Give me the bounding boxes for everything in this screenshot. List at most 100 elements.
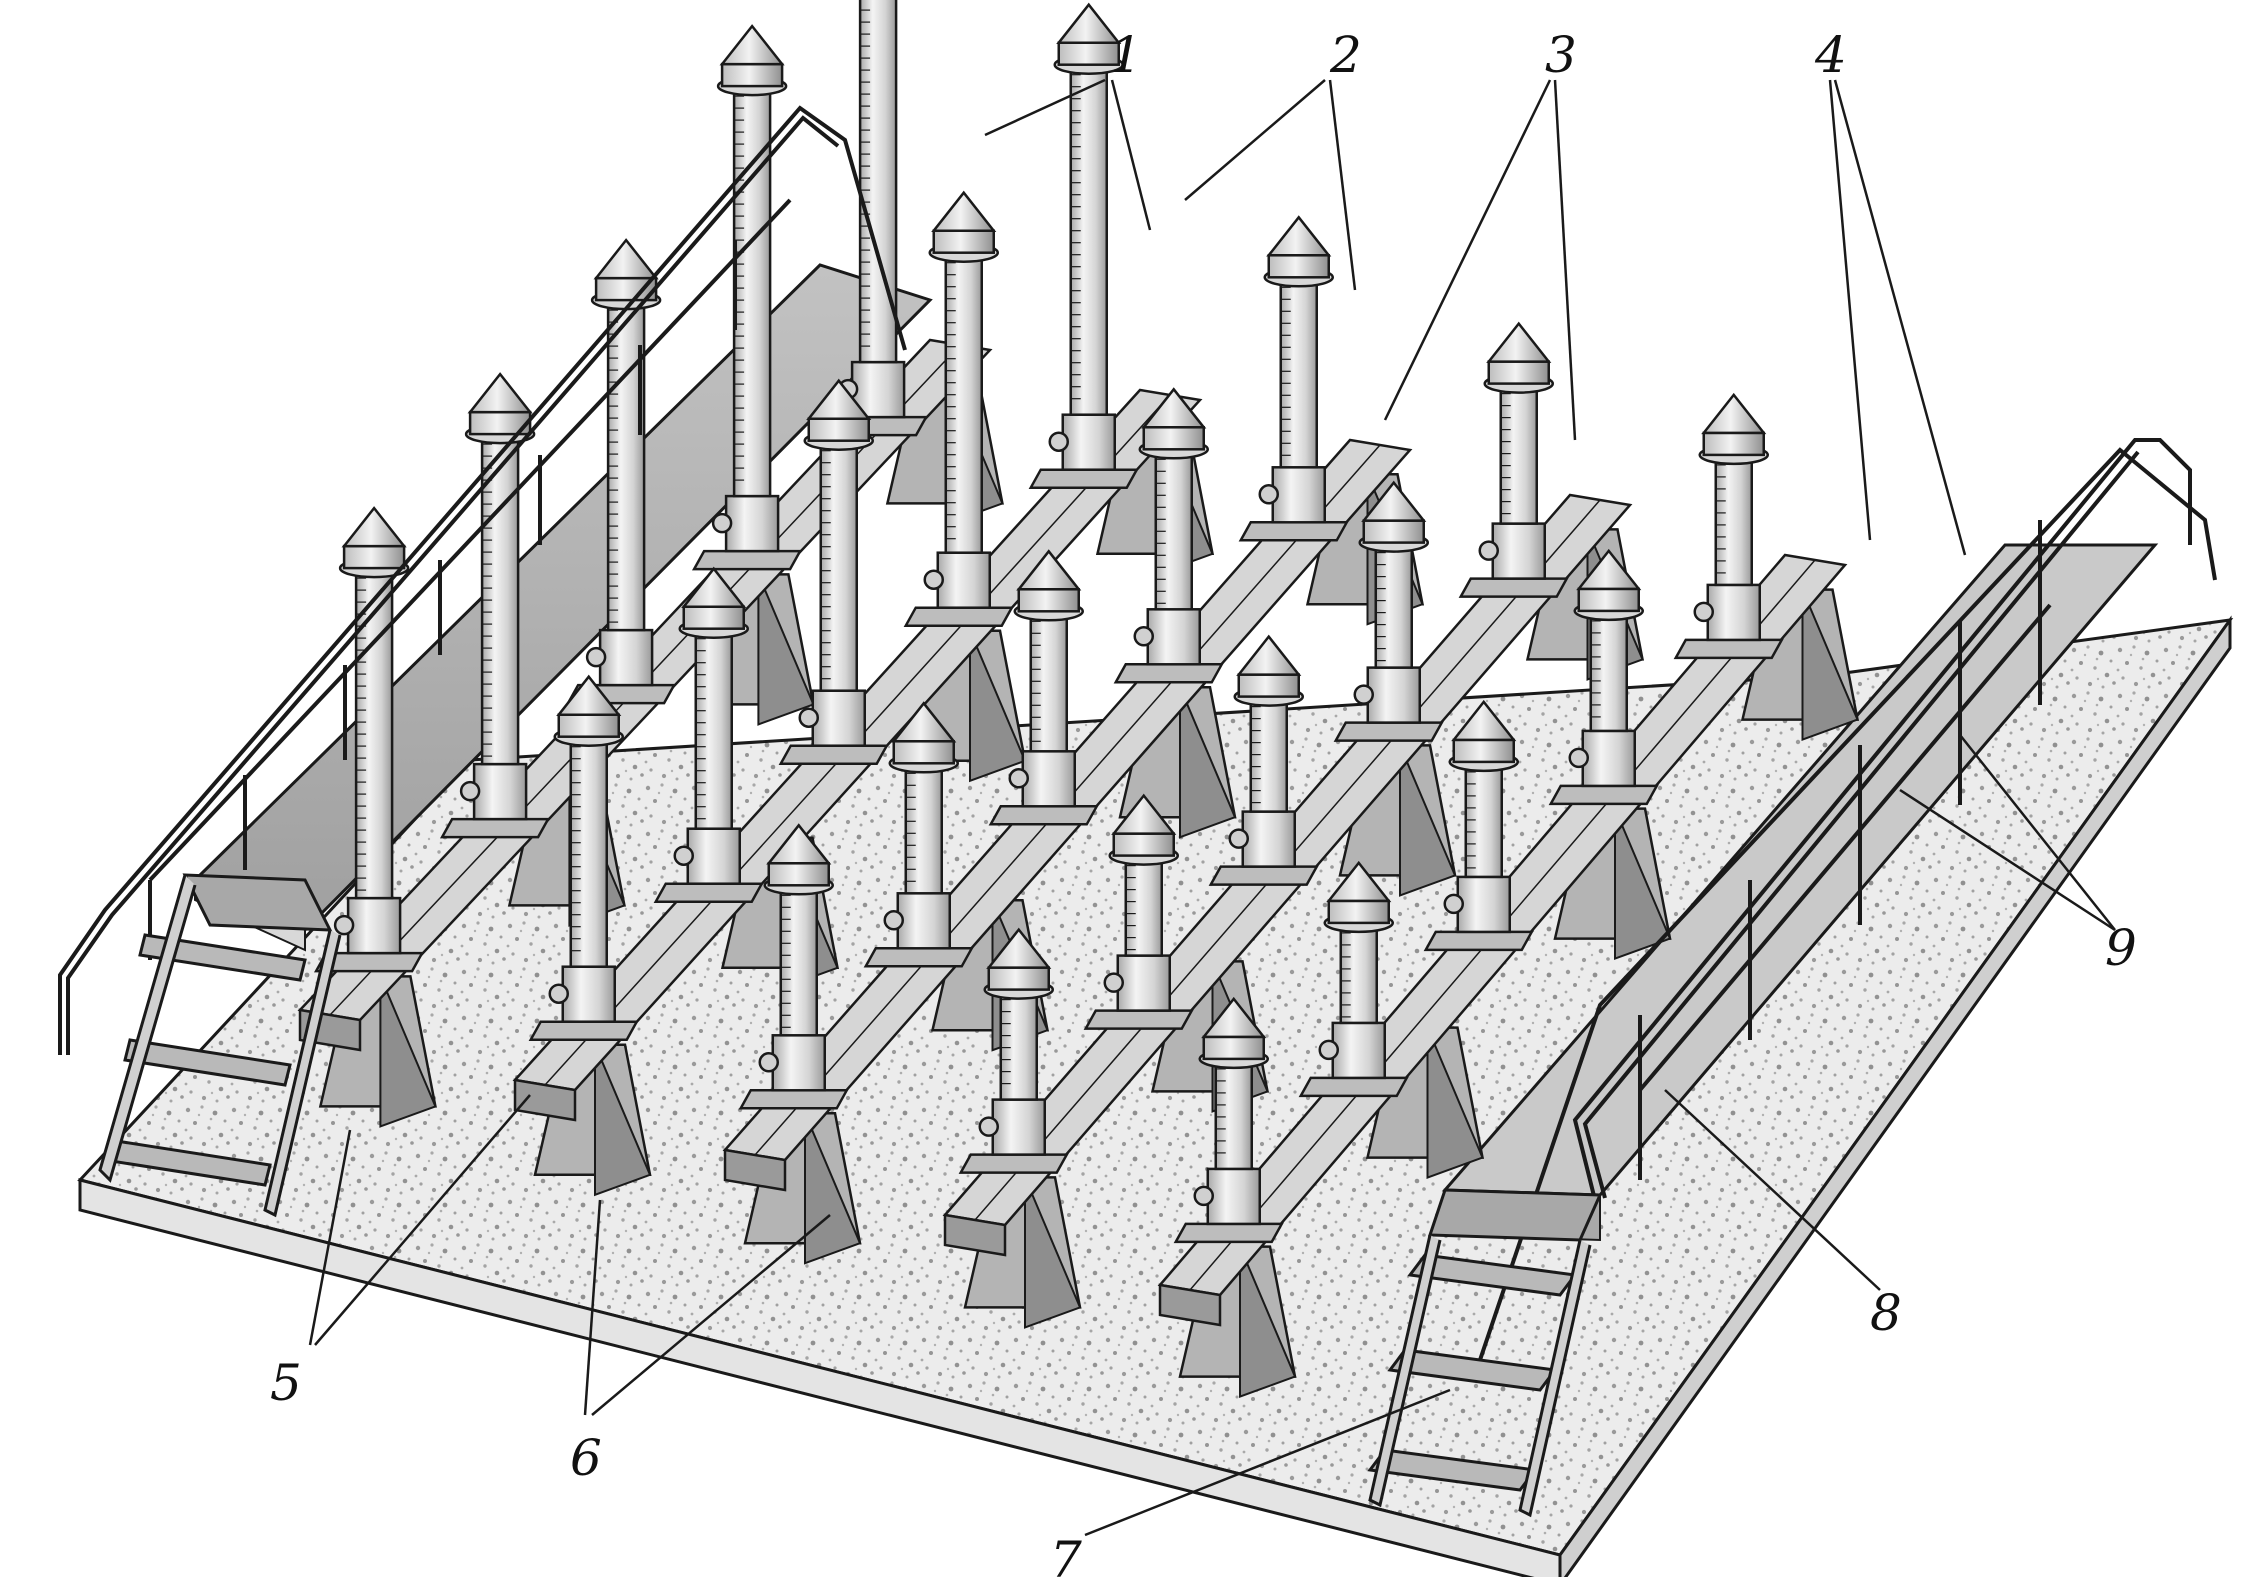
unit-base-plate [653,882,764,903]
unit-base-plate [738,1089,849,1110]
measuring-unit [653,566,764,903]
unit-tube [819,439,858,692]
unit-cone-cap [719,24,785,66]
beam-end [723,1148,787,1192]
measuring-unit [1673,392,1784,660]
unit-cap-ring [557,713,620,738]
unit-knob [978,1116,999,1137]
unit-knob [1133,626,1154,647]
unit-knob [1103,972,1124,993]
measuring-unit [1028,2,1139,489]
callout-5: 5 [270,1354,302,1412]
unit-knob [1258,484,1279,505]
measuring-unit [1298,860,1409,1098]
unit-tube [1374,541,1413,669]
unit-base-plate [1208,865,1319,886]
unit-lower-body [1331,1021,1386,1080]
unit-knob [1193,1185,1214,1207]
unit-cap-ring [1237,673,1300,698]
unit-lower-body [346,896,402,955]
callout-4: 4 [1814,26,1847,84]
unit-lower-body [1366,666,1421,724]
unit-knob [1048,431,1069,452]
right-handrail [1478,438,2217,1361]
unit-cone-cap [1141,387,1207,429]
unit-cone-cap [1056,2,1122,44]
callout-1: 1 [1110,26,1142,84]
unit-cone-cap [806,378,872,420]
unit-lower-body [936,551,991,609]
measuring-units [313,0,1784,1244]
measuring-unit [738,823,849,1110]
unit-tube [1589,609,1628,733]
unit-cap-ring [1142,426,1205,451]
unit-cap-ring [1577,587,1640,613]
unit-cone-cap [1326,860,1392,903]
measuring-unit [1423,699,1534,952]
unit-tube [944,251,983,554]
unit-tube [1339,921,1378,1025]
measuring-unit [313,506,425,973]
unit-cone-cap [1236,634,1302,676]
unit-cap-ring [987,966,1050,991]
callout-labels: 1 2 3 4 5 6 7 8 9 [270,26,2137,1582]
unit-base-plate [1673,638,1784,660]
unit-cap-ring [1487,360,1550,385]
unit-base-plate [903,606,1014,627]
measuring-unit [1548,548,1659,806]
unit-tube [1214,1057,1253,1171]
unit-tube [1154,448,1193,611]
unit-cap-ring [932,229,995,254]
unit-lower-body [1456,875,1511,934]
unit-cap-ring [807,417,870,442]
callout-7: 7 [1050,1531,1082,1577]
measuring-unit [903,190,1014,627]
unit-cap-ring [682,605,745,630]
unit-tube [694,627,733,830]
unit-knob [1318,1039,1339,1061]
unit-knob [1228,828,1249,849]
measuring-unit [528,674,639,1041]
unit-cap-ring [892,740,955,765]
beam-support-web [1426,1027,1484,1180]
leader-lines [308,78,2116,1537]
unit-base-plate [863,947,974,968]
measuring-unit [988,549,1099,826]
beam-support-web [1801,589,1859,742]
right-ladder [1367,1188,1603,1518]
unit-base-plate [1423,930,1534,952]
unit-cap-ring [1202,1035,1265,1061]
unit-base-plate [1458,577,1569,598]
unit-cone-cap [467,372,533,414]
unit-base-plate [1028,468,1139,489]
unit-tube [999,988,1038,1101]
unit-knob [585,646,607,668]
measuring-unit [778,378,889,765]
unit-lower-body [1061,413,1116,471]
unit-cone-cap [766,823,832,865]
unit-lower-body [686,827,741,885]
unit-tube [904,762,943,895]
measuring-unit [565,238,677,705]
unit-base-plate [528,1020,639,1041]
beam-support-web [379,976,437,1128]
unit-tube [732,84,772,498]
unit-cone-cap [1451,699,1517,742]
unit-lower-body [896,892,951,950]
unit-cap-ring [767,862,830,887]
unit-cap-ring [1702,431,1765,457]
unit-knob [923,569,944,590]
unit-base-plate [1083,1009,1194,1030]
unit-lower-body [724,494,780,553]
unit-tube [354,566,394,900]
unit-knob [673,845,694,866]
unit-knob [758,1052,779,1073]
unit-lower-body [1116,954,1171,1012]
unit-tube [858,0,898,364]
measuring-unit [1208,634,1319,886]
callout-9: 9 [2105,919,2137,977]
measuring-unit [1458,321,1569,598]
unit-lower-body [1021,750,1076,808]
beam-end [1158,1283,1222,1327]
unit-knob [548,983,569,1004]
